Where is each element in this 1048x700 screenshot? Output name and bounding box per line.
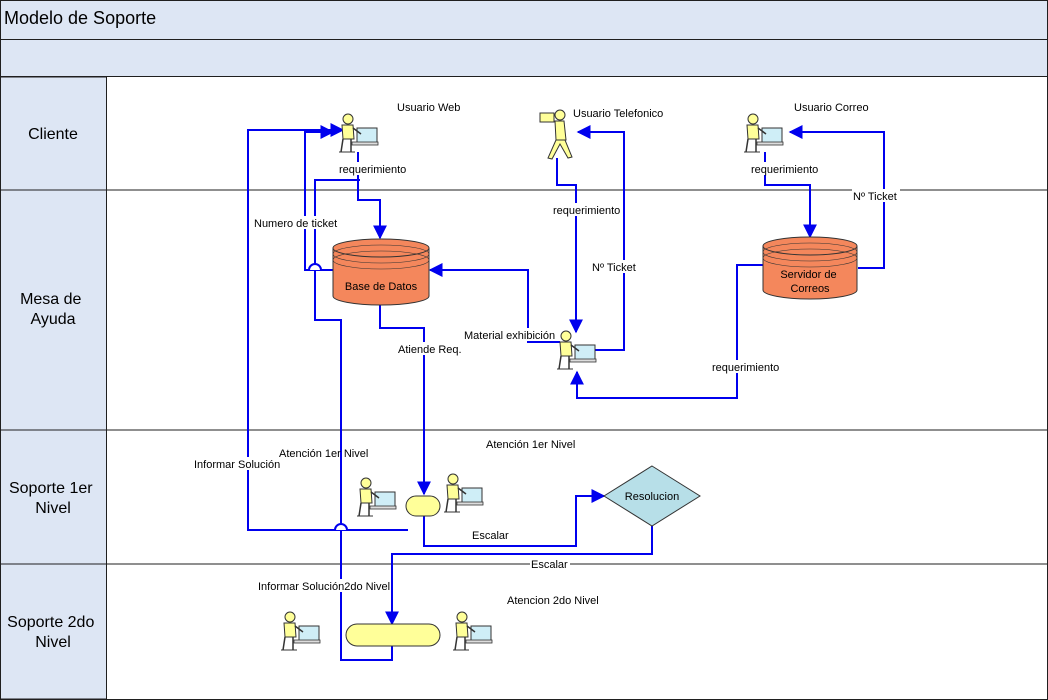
first-level-left-label: Atención 1er Nivel bbox=[279, 448, 368, 460]
database-label: Base de Datos bbox=[345, 281, 418, 293]
first-level-right-label: Atención 1er Nivel bbox=[486, 439, 575, 451]
line-jump bbox=[308, 263, 322, 271]
flow-label-group: requerimiento Numero de ticket requerimi… bbox=[193, 162, 900, 593]
label-ticket-phone: Nº Ticket bbox=[592, 262, 636, 274]
label-material: Material exhibición bbox=[464, 330, 555, 342]
flow-attends-request bbox=[379, 305, 431, 496]
lane-header-mesa bbox=[0, 189, 107, 431]
label-req-web: requerimiento bbox=[339, 164, 406, 176]
lane-label-mesa: Mesa de Ayuda bbox=[20, 291, 86, 328]
lane-label-cliente: Cliente bbox=[28, 126, 78, 143]
mail-user-label: Usuario Correo bbox=[794, 102, 869, 114]
flow-inform-solution bbox=[247, 123, 408, 531]
flow-web-to-database bbox=[357, 152, 387, 240]
decision-label: Resolucion bbox=[625, 491, 679, 503]
label-escalate-1: Escalar bbox=[472, 530, 509, 542]
mail-server-label: Servidor de Correos bbox=[780, 269, 839, 295]
flow-server-to-desk bbox=[570, 264, 765, 399]
flow-phone-to-desk bbox=[556, 158, 583, 334]
label-attends: Atiende Req. bbox=[398, 344, 462, 356]
label-req-phone: requerimiento bbox=[553, 205, 620, 217]
label-inform-solution: Informar Solución bbox=[194, 459, 280, 471]
flow-material-to-database bbox=[428, 263, 560, 343]
resolution-decision: Resolucion bbox=[603, 465, 701, 527]
line-jump bbox=[334, 523, 348, 531]
label-req-mail: requerimiento bbox=[751, 164, 818, 176]
lane-header-soporte-1 bbox=[0, 429, 107, 565]
lane-label-soporte-2: Soporte 2do Nivel bbox=[7, 614, 99, 651]
second-level-label: Atencion 2do Nivel bbox=[507, 595, 599, 607]
flow-ticket-to-phone bbox=[576, 125, 625, 351]
lane-header-cliente bbox=[0, 76, 107, 191]
title-bar bbox=[0, 0, 1048, 40]
label-inform-solution-2: Informar Solución2do Nivel bbox=[258, 581, 390, 593]
flow-escalate-to-second-level bbox=[385, 526, 653, 626]
phone-user-label: Usuario Telefonico bbox=[573, 108, 663, 120]
first-level-terminator bbox=[405, 495, 441, 517]
lane-label-soporte-1: Soporte 1er Nivel bbox=[9, 480, 97, 517]
label-ticket-mail: Nº Ticket bbox=[853, 191, 897, 203]
flow-escalate-to-decision bbox=[423, 489, 606, 547]
label-req-server: requerimiento bbox=[712, 362, 779, 374]
mail-server-cylinder: Servidor de Correos bbox=[762, 236, 858, 300]
second-level-terminator bbox=[345, 623, 441, 647]
diagram-title: Modelo de Soporte bbox=[4, 8, 156, 28]
label-escalate-2: Escalar bbox=[531, 559, 568, 571]
lane-header-soporte-2 bbox=[0, 563, 107, 700]
header-band bbox=[0, 39, 1048, 77]
label-ticket-number: Numero de ticket bbox=[254, 218, 337, 230]
phone-user-icon bbox=[539, 109, 573, 160]
web-user-label: Usuario Web bbox=[397, 102, 460, 114]
flow-loop-to-second-level bbox=[314, 179, 393, 661]
database-cylinder: Base de Datos bbox=[332, 238, 430, 306]
